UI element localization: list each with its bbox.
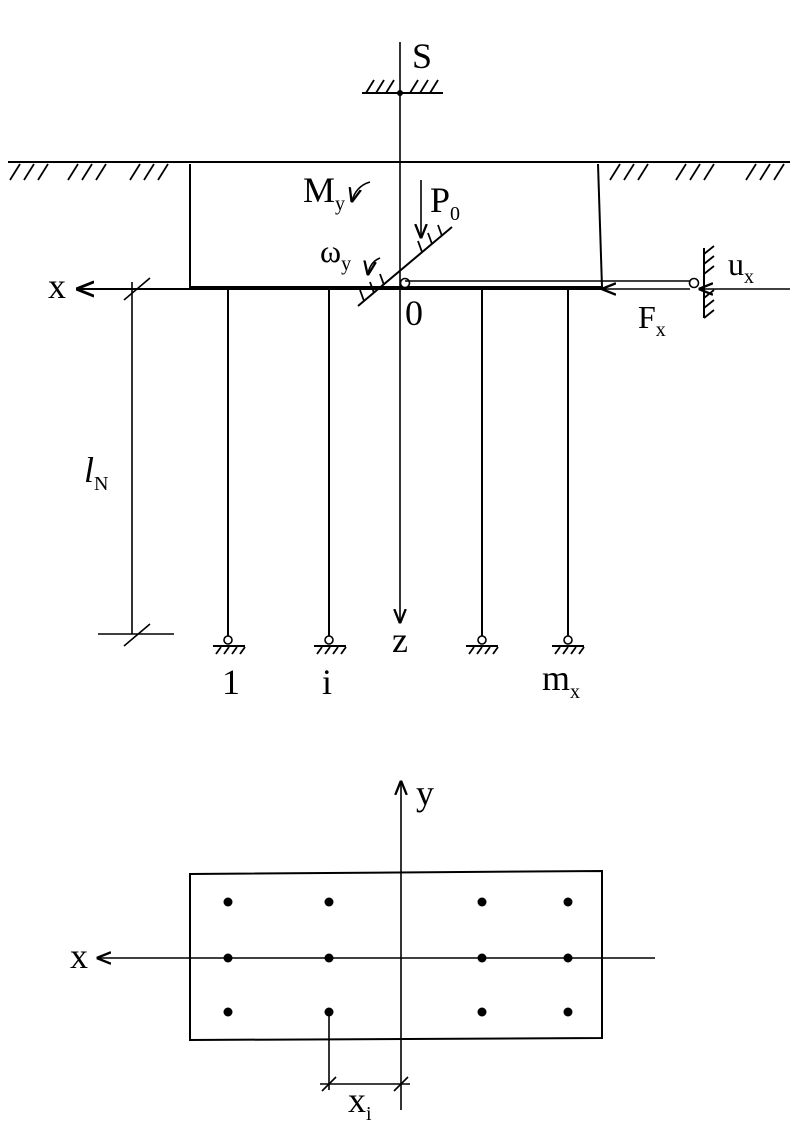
- pile-1-label: 1: [222, 662, 240, 702]
- spring-label: S: [412, 36, 432, 76]
- pile-mx: [552, 290, 585, 655]
- displacement-label: ux: [728, 246, 754, 288]
- pile-1: [213, 290, 246, 655]
- ground-hatch-left: [9, 163, 169, 181]
- offset-label: xi: [348, 1080, 372, 1125]
- pile-i-label: i: [322, 662, 332, 702]
- plan-x-label: x: [70, 936, 88, 976]
- pile-grid: [223, 897, 573, 1017]
- plan-y-label: y: [416, 773, 434, 813]
- link-hinge: [688, 277, 700, 289]
- origin-hinge: [399, 277, 411, 289]
- pile-mx-label: mx: [542, 658, 580, 703]
- elevation-view: S z My P0 ωy: [8, 36, 790, 703]
- origin-label: 0: [405, 293, 423, 333]
- rotation-label: ωy: [320, 233, 351, 275]
- spring-support-s: [362, 79, 443, 96]
- moment-arrow-icon: [352, 181, 371, 201]
- force-label: Fx: [638, 299, 666, 341]
- pile-3: [466, 290, 499, 655]
- ground-hatch-right: [609, 163, 785, 181]
- horizontal-support: [703, 245, 715, 319]
- plan-cap-outline: [189, 869, 603, 1042]
- plan-view: y x xi: [70, 773, 655, 1125]
- pile-i: [314, 290, 347, 655]
- x-axis-label: x: [48, 266, 66, 306]
- pile-cap: [189, 163, 604, 288]
- z-axis-label: z: [392, 620, 408, 660]
- load-label: P0: [430, 180, 460, 225]
- length-label: lN: [84, 450, 108, 495]
- rotation-arrow-icon: [368, 257, 381, 274]
- rotation-restraint: [357, 224, 453, 307]
- moment-label: My: [303, 170, 345, 215]
- length-dimension: [98, 277, 174, 647]
- offset-dimension: [320, 1012, 410, 1092]
